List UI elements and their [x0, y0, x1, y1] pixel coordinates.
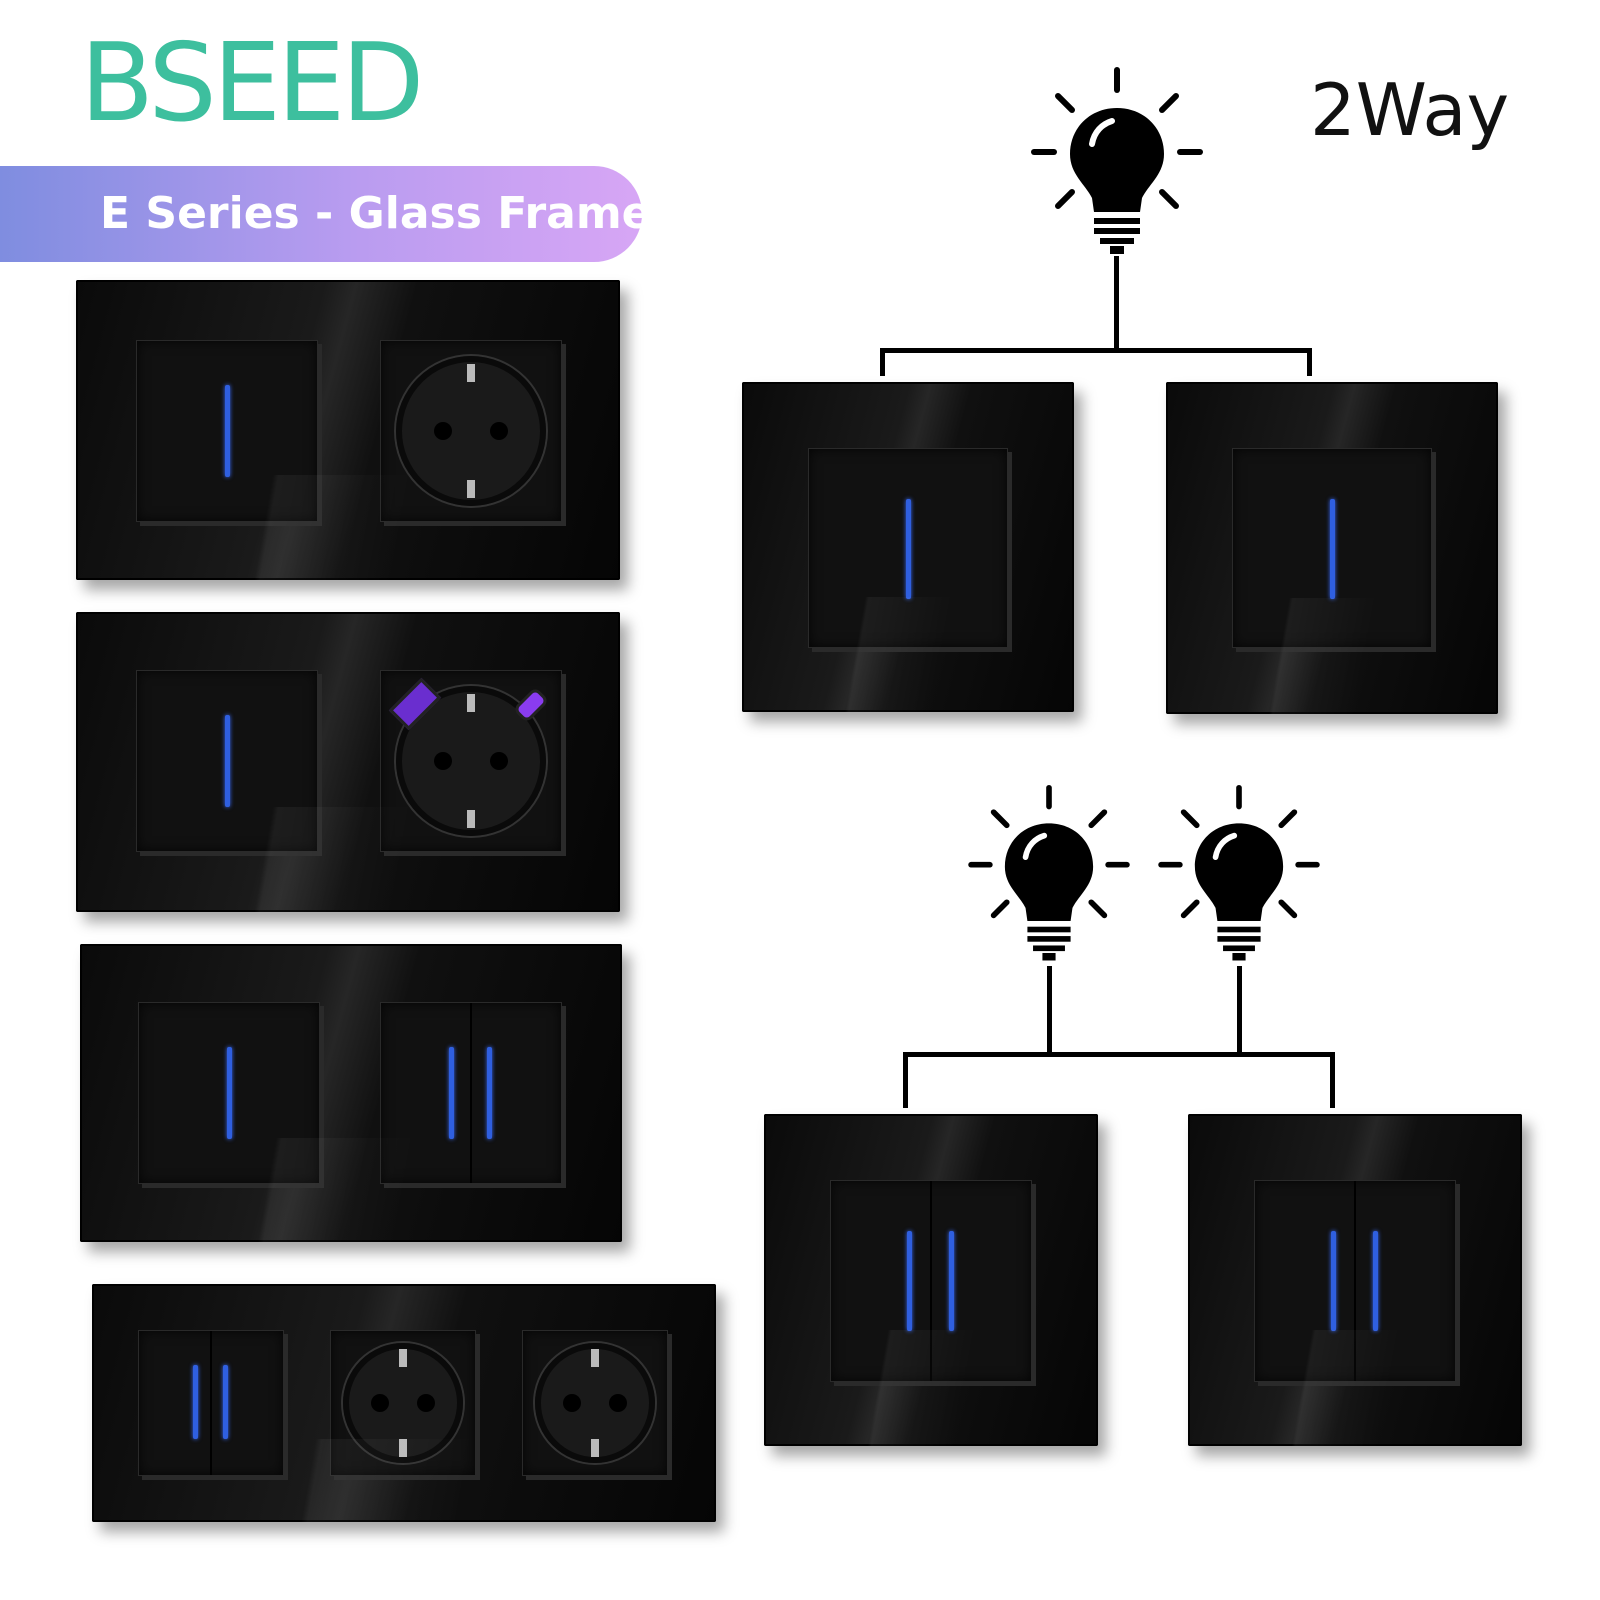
rocker-right[interactable] [211, 1331, 283, 1475]
wire [880, 348, 1312, 353]
wire [1330, 1052, 1335, 1108]
switch-1gang[interactable] [1232, 448, 1432, 648]
panel-2way-switch [1166, 382, 1498, 714]
switch-1gang[interactable] [138, 1002, 320, 1184]
switch-2gang [380, 1002, 562, 1184]
rocker-left[interactable] [139, 1331, 212, 1475]
lightbulb-icon [1158, 784, 1320, 961]
wire [1237, 966, 1242, 1056]
switch-2gang [1254, 1180, 1456, 1382]
led-indicator [1331, 1231, 1336, 1331]
panel-triple [92, 1284, 716, 1522]
panel-switch-usb-socket [76, 612, 620, 912]
brand-logo: BSEED [80, 21, 424, 146]
rocker-left[interactable] [1255, 1181, 1356, 1381]
socket [330, 1330, 476, 1476]
socket-face [343, 1343, 463, 1463]
rocker-right[interactable] [931, 1181, 1031, 1381]
socket [380, 340, 562, 522]
wire [880, 348, 885, 376]
socket-earth-pin [467, 364, 475, 382]
socket-earth-pin [591, 1439, 599, 1457]
socket-hole [371, 1394, 389, 1412]
wire [903, 1052, 1335, 1057]
panel-2way-switch-2gang [764, 1114, 1098, 1446]
switch-2gang [830, 1180, 1032, 1382]
led-indicator [907, 1231, 912, 1331]
wire [1047, 966, 1052, 1056]
led-indicator [487, 1047, 492, 1139]
rocker-right[interactable] [1355, 1181, 1455, 1381]
wire [1114, 256, 1119, 352]
socket-face [535, 1343, 655, 1463]
panel-switch-socket [76, 280, 620, 580]
panel-2way-switch-2gang [1188, 1114, 1522, 1446]
socket-hole [434, 422, 452, 440]
rocker-left[interactable] [381, 1003, 472, 1183]
socket-hole [609, 1394, 627, 1412]
led-indicator [1373, 1231, 1378, 1331]
switch-2gang [138, 1330, 284, 1476]
diagram-title: 2Way [1310, 68, 1510, 152]
socket-hole [563, 1394, 581, 1412]
wire [903, 1052, 908, 1108]
led-indicator [193, 1365, 198, 1439]
socket-hole [490, 422, 508, 440]
socket-earth-pin [399, 1349, 407, 1367]
wire [1307, 348, 1312, 376]
socket-hole [490, 752, 508, 770]
socket-earth-pin [467, 694, 475, 712]
led-indicator [906, 499, 911, 599]
switch-1gang[interactable] [136, 340, 318, 522]
lightbulb-icon [1031, 67, 1203, 254]
led-indicator [227, 1047, 232, 1139]
socket-hole [434, 752, 452, 770]
socket [522, 1330, 668, 1476]
socket-hole [417, 1394, 435, 1412]
panel-switch-1gang-2gang [80, 944, 622, 1242]
series-banner-text: E Series - Glass Frame [100, 188, 652, 239]
socket-earth-pin [467, 480, 475, 498]
rocker-right[interactable] [471, 1003, 561, 1183]
led-indicator [223, 1365, 228, 1439]
socket-earth-pin [467, 810, 475, 828]
usb-socket [380, 670, 562, 852]
socket-earth-pin [399, 1439, 407, 1457]
switch-1gang[interactable] [808, 448, 1008, 648]
led-indicator [449, 1047, 454, 1139]
rocker-left[interactable] [831, 1181, 932, 1381]
series-banner: E Series - Glass Frame [0, 166, 652, 262]
panel-2way-switch [742, 382, 1074, 712]
led-indicator [1330, 499, 1335, 599]
lightbulb-icon [968, 784, 1130, 961]
led-indicator [225, 715, 230, 807]
socket-face [396, 356, 546, 506]
led-indicator [949, 1231, 954, 1331]
led-indicator [225, 385, 230, 477]
socket-earth-pin [591, 1349, 599, 1367]
switch-1gang[interactable] [136, 670, 318, 852]
